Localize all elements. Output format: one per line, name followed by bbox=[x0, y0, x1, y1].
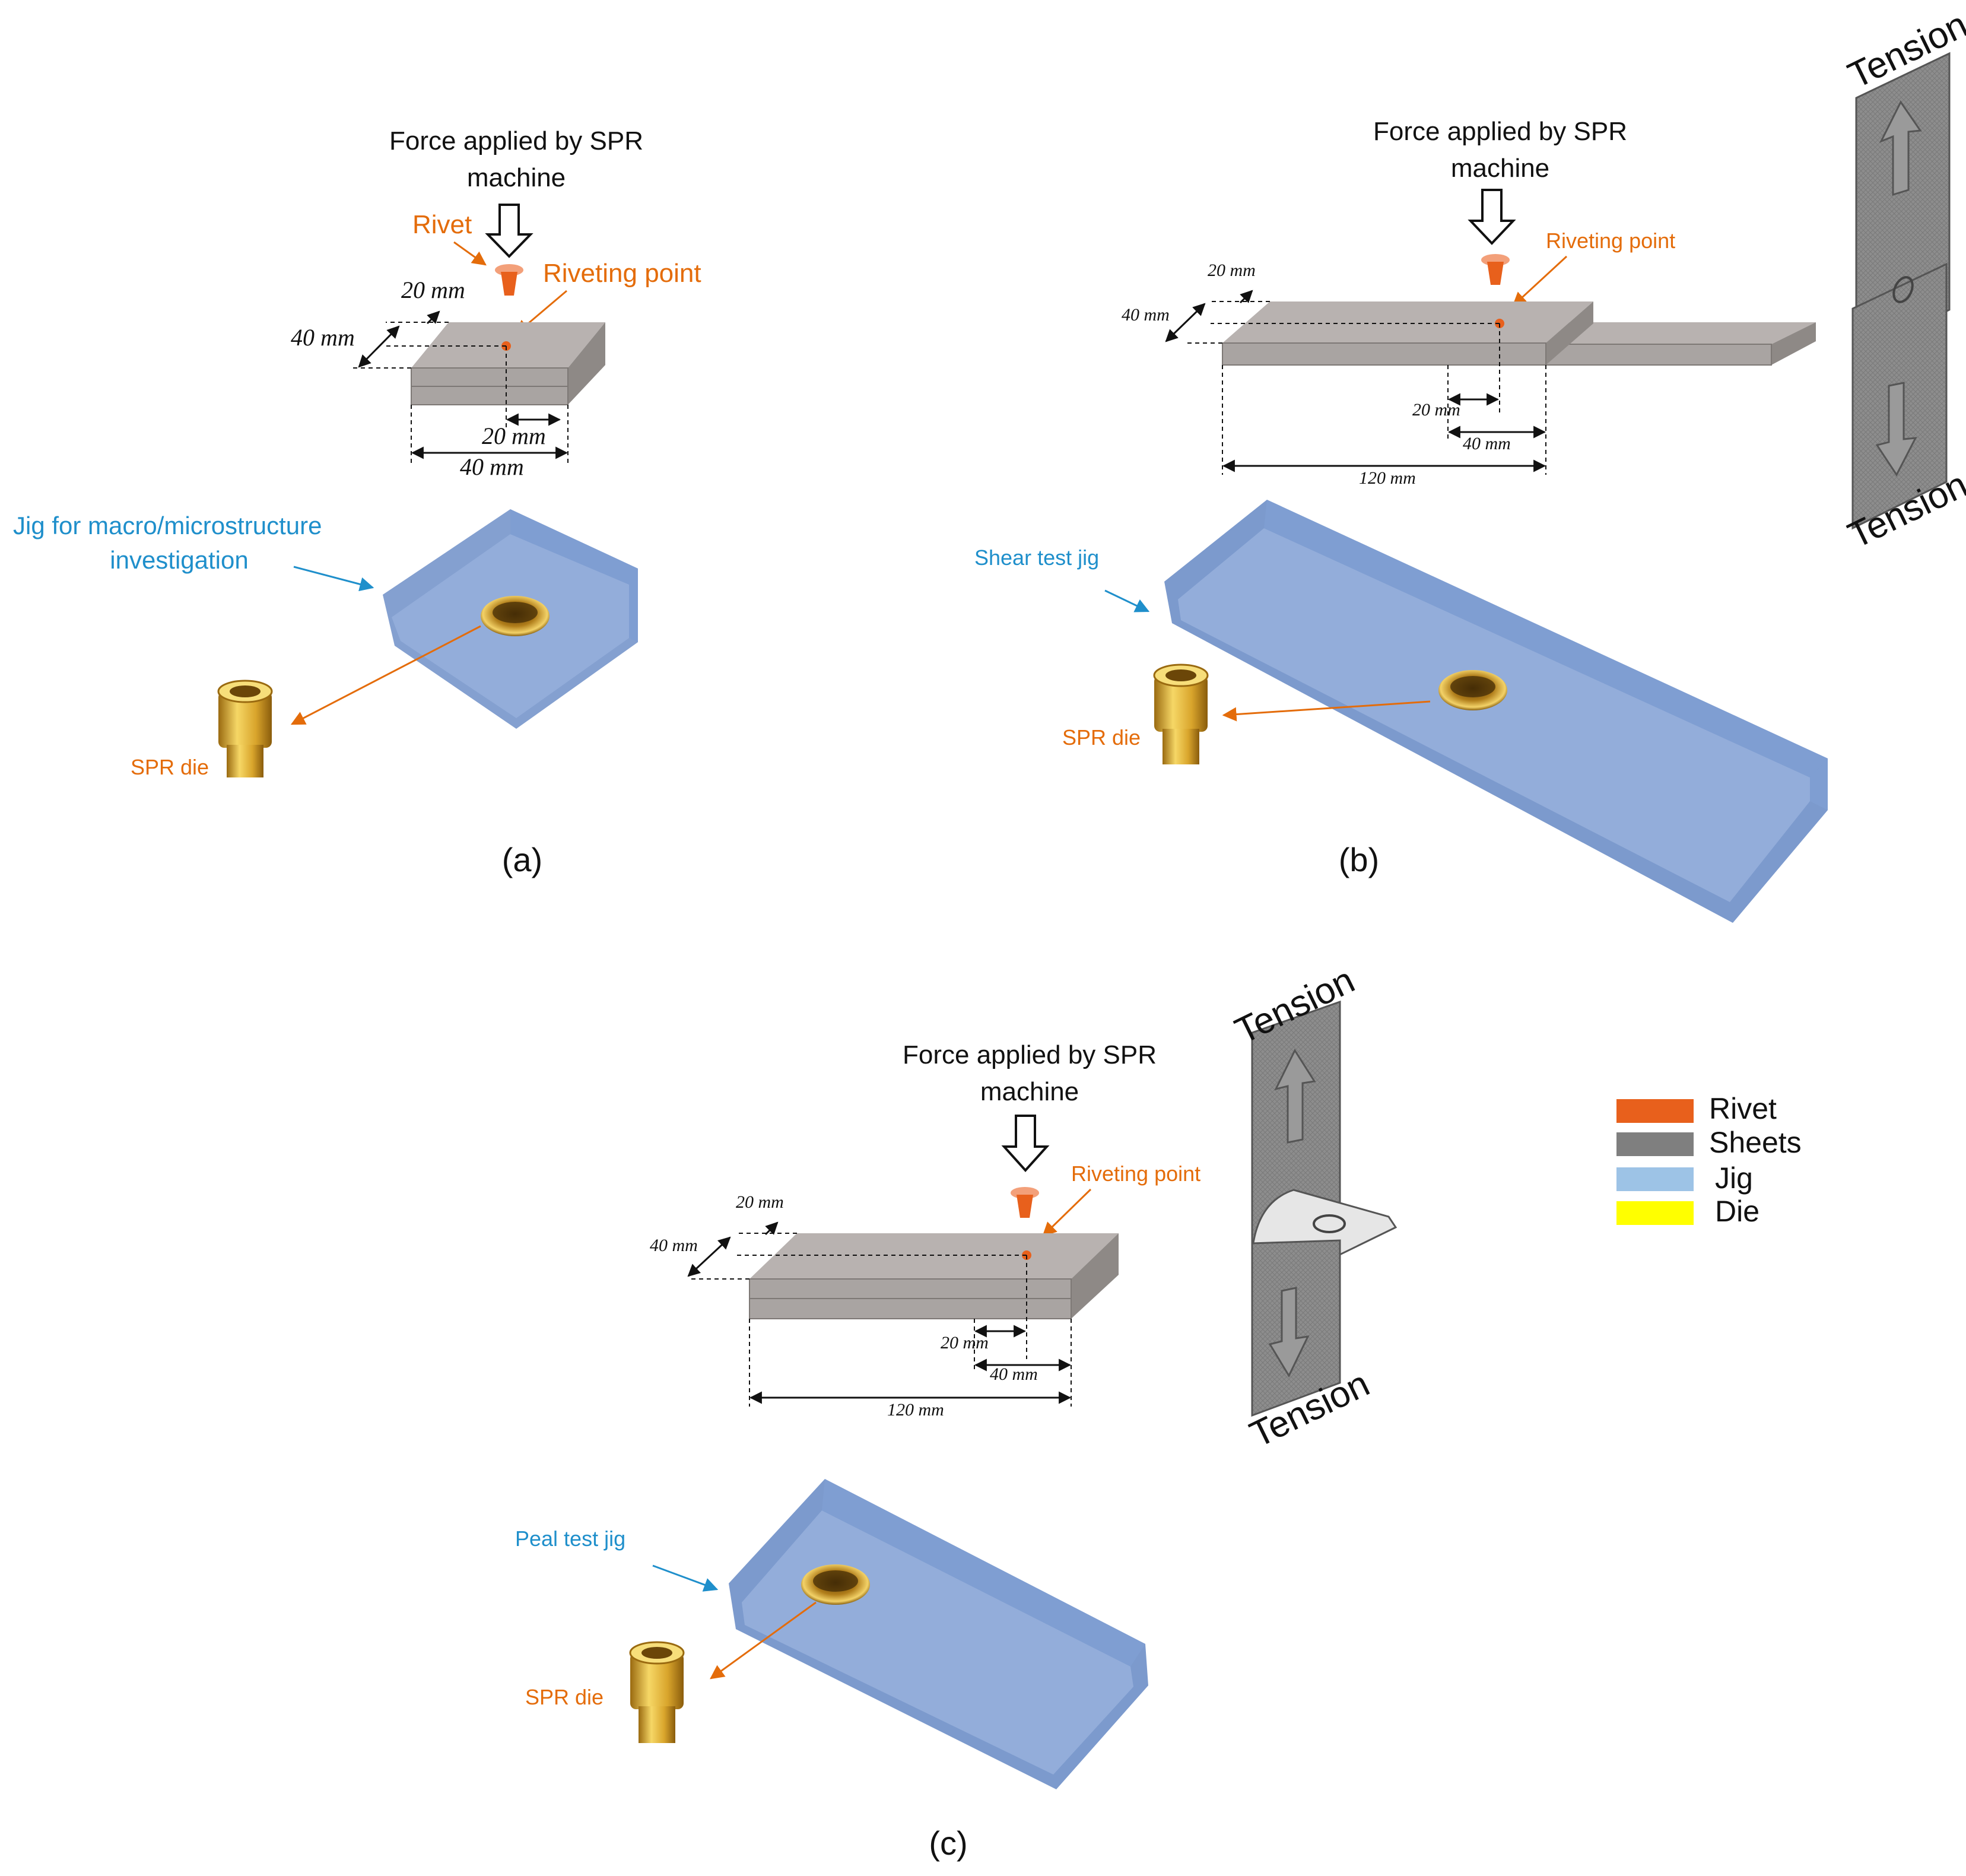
dim-20-bottom: 20 mm bbox=[941, 1333, 989, 1353]
peel-specimen-icon bbox=[1251, 1000, 1398, 1417]
caption-b: (b) bbox=[1339, 841, 1379, 878]
force-arrow-icon bbox=[1001, 1115, 1050, 1172]
force-label-line1: Force applied by SPR bbox=[389, 126, 643, 155]
legend-label-rivet: Rivet bbox=[1709, 1092, 1777, 1125]
force-arrow-icon bbox=[485, 204, 533, 258]
sheets-c bbox=[749, 1233, 1119, 1319]
jig-die-cavity-icon bbox=[481, 596, 550, 636]
dim-line-40-left-a bbox=[358, 325, 400, 368]
die-leader-a bbox=[290, 625, 481, 725]
jig-die-cavity-icon bbox=[801, 1564, 870, 1605]
dim-line-20-top-a bbox=[426, 310, 440, 325]
dim-40-bottom: 40 mm bbox=[460, 453, 524, 480]
jig-b bbox=[1164, 500, 1828, 923]
force-arrow-icon bbox=[1468, 189, 1516, 245]
riveting-point-leader bbox=[1512, 255, 1568, 307]
spr-die-label: SPR die bbox=[525, 1685, 604, 1709]
dim-120: 120 mm bbox=[1359, 468, 1416, 488]
force-label-line2: machine bbox=[1451, 154, 1549, 183]
legend-swatch-sheets bbox=[1616, 1132, 1694, 1156]
dim-20-top: 20 mm bbox=[1208, 261, 1256, 280]
jig-leader-a bbox=[293, 566, 374, 592]
legend-swatch-die bbox=[1616, 1201, 1694, 1225]
riveting-point-label: Riveting point bbox=[543, 259, 701, 288]
dim-20-top: 20 mm bbox=[401, 277, 465, 303]
jig-a bbox=[383, 509, 638, 729]
rivet-label: Rivet bbox=[412, 210, 472, 239]
legend-swatch-rivet bbox=[1616, 1099, 1694, 1123]
dim-120: 120 mm bbox=[887, 1400, 944, 1420]
sheet-stack-a bbox=[411, 322, 605, 405]
caption-c: (c) bbox=[929, 1824, 967, 1862]
force-label-line2: machine bbox=[467, 163, 566, 192]
dim-40-bottom: 40 mm bbox=[1463, 434, 1511, 453]
tension-arrow-icon bbox=[1875, 382, 1917, 477]
jig-c bbox=[729, 1479, 1148, 1789]
dim-20-bottom: 20 mm bbox=[482, 423, 546, 449]
dim-20-top: 20 mm bbox=[736, 1192, 784, 1212]
legend-label-die: Die bbox=[1715, 1195, 1759, 1228]
force-label-line1: Force applied by SPR bbox=[1373, 117, 1627, 146]
rivet-icon bbox=[495, 264, 523, 296]
sheets-b bbox=[1222, 301, 1816, 366]
dim-40-bottom: 40 mm bbox=[990, 1364, 1038, 1384]
dim-40-left: 40 mm bbox=[650, 1236, 698, 1255]
riveting-point-label: Riveting point bbox=[1546, 228, 1675, 253]
force-label-line1: Force applied by SPR bbox=[903, 1040, 1157, 1069]
spr-die-label: SPR die bbox=[131, 755, 209, 779]
rivet-icon bbox=[1011, 1187, 1039, 1218]
legend-label-jig: Jig bbox=[1715, 1161, 1753, 1195]
caption-a: (a) bbox=[502, 841, 542, 878]
spr-die-icon bbox=[1153, 664, 1209, 764]
jig-die-cavity-icon bbox=[1438, 670, 1507, 710]
jig-label: Peal test jig bbox=[515, 1526, 625, 1551]
force-label-line2: machine bbox=[980, 1077, 1079, 1106]
panel-a: Force applied by SPR machine Rivet Rivet… bbox=[13, 126, 701, 878]
legend-label-sheets: Sheets bbox=[1709, 1126, 1802, 1159]
panel-b: Force applied by SPR machine Riveting po… bbox=[974, 4, 1966, 923]
dim-20-bottom: 20 mm bbox=[1412, 400, 1460, 420]
legend-swatch-jig bbox=[1616, 1167, 1694, 1191]
rivet-icon bbox=[1481, 254, 1510, 285]
jig-label: Shear test jig bbox=[974, 545, 1099, 570]
jig-label-line2: investigation bbox=[110, 546, 248, 574]
dim-40-left: 40 mm bbox=[291, 324, 355, 351]
spr-die-icon bbox=[217, 680, 273, 777]
panel-c: Force applied by SPR machine Riveting po… bbox=[515, 960, 1398, 1862]
legend: Rivet Sheets Jig Die bbox=[1616, 1092, 1802, 1228]
tension-arrow-icon bbox=[1274, 1048, 1316, 1144]
jig-label-line1: Jig for macro/microstructure bbox=[13, 512, 322, 539]
riveting-point-label: Riveting point bbox=[1071, 1161, 1200, 1186]
rivet-leader bbox=[453, 241, 487, 266]
tension-arrow-icon bbox=[1268, 1287, 1310, 1378]
spr-die-icon bbox=[629, 1641, 685, 1743]
dim-40-left: 40 mm bbox=[1122, 305, 1170, 325]
tension-arrow-icon bbox=[1879, 100, 1922, 196]
shear-specimen-icon bbox=[1851, 52, 1951, 530]
spr-die-label: SPR die bbox=[1062, 725, 1141, 750]
